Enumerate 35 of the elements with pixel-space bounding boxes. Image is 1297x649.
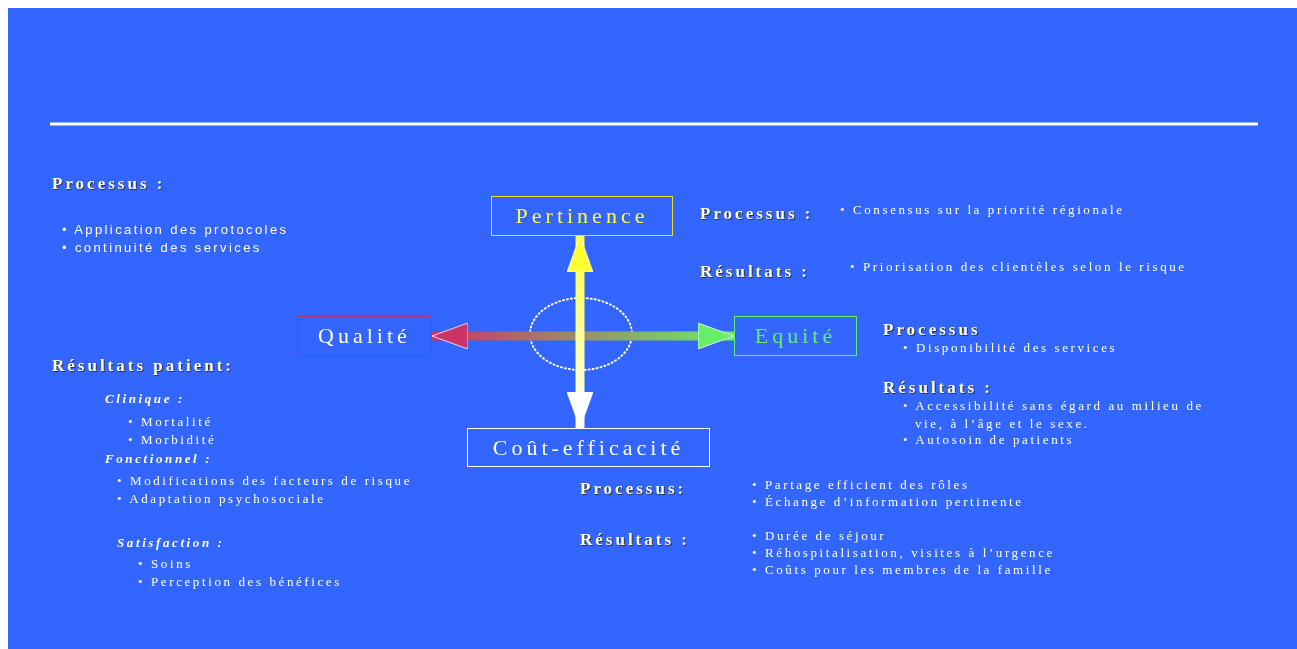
bullet-item: • Priorisation des clientèles selon le risque: [850, 259, 1187, 276]
category-box: Coût-efficacité: [467, 428, 710, 467]
bullet-item: • Application des protocoles: [62, 222, 289, 239]
subheading: Satisfaction :: [117, 535, 225, 552]
bullet-item: • Mortalité: [128, 414, 213, 431]
bullet-item: • Durée de séjour: [752, 528, 887, 545]
bullet-item: • Perception des bénéfices: [138, 574, 342, 591]
section-heading: Processus :: [700, 203, 814, 225]
bullet-item: • continuité des services: [62, 240, 262, 257]
bullet-item: • Réhospitalisation, visites à l’urgence: [752, 545, 1055, 562]
bullet-item: • Autosoin de patients: [903, 432, 1075, 449]
subheading: Fonctionnel :: [105, 451, 213, 468]
section-heading: Résultats :: [580, 529, 690, 551]
subheading: Clinique :: [105, 391, 185, 408]
section-heading: Résultats :: [883, 377, 993, 399]
section-heading: Processus:: [580, 478, 687, 500]
category-box: Equité: [734, 316, 857, 356]
bullet-item: • Adaptation psychosociale: [117, 491, 326, 508]
bullet-item: • Consensus sur la priorité régionale: [840, 202, 1125, 219]
section-heading: Processus :: [52, 173, 166, 195]
bullet-item: • Morbidité: [128, 432, 217, 449]
double-arrow: [431, 322, 735, 350]
bullet-item: • Échange d’information pertinente: [752, 494, 1024, 511]
category-box: Pertinence: [491, 196, 673, 236]
double-arrow: [566, 235, 594, 429]
section-heading: Résultats :: [700, 261, 810, 283]
bullet-item: • Coûts pour les membres de la famille: [752, 562, 1053, 579]
bullet-item: • Modifications des facteurs de risque: [117, 473, 413, 490]
bullet-item: • Accessibilité sans égard au milieu de vie, à l’âge et le sexe.: [903, 397, 1205, 433]
section-heading: Processus: [883, 319, 981, 341]
bullet-item: • Partage efficient des rôles: [752, 477, 970, 494]
section-heading: Résultats patient:: [52, 355, 234, 377]
bullet-item: • Soins: [138, 556, 193, 573]
category-box: Qualité: [297, 316, 432, 356]
bullet-item: • Disponibilité des services: [903, 340, 1118, 357]
